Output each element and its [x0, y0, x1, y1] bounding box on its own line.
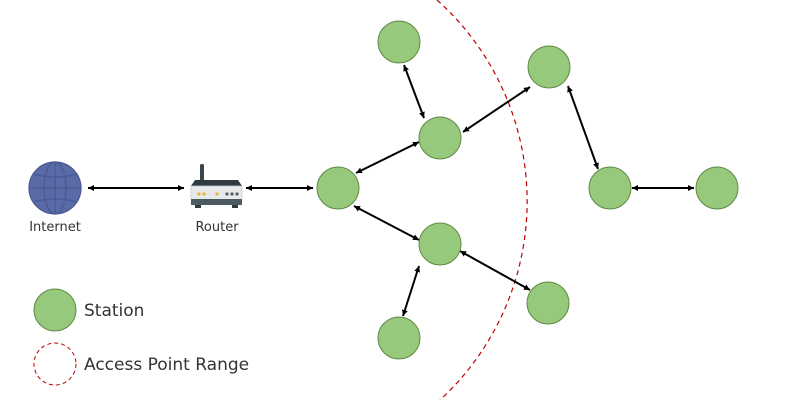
station-far-right[interactable] [695, 166, 739, 210]
connections [88, 64, 694, 317]
link-upper-mid-top [403, 64, 425, 119]
link-hub-upper-mid [355, 141, 420, 174]
legend-range-label: Access Point Range [84, 355, 249, 375]
router-label: Router [195, 220, 239, 235]
legend-station-label: Station [84, 301, 144, 321]
legend-station-swatch [33, 288, 77, 332]
legend-range-swatch [33, 342, 77, 386]
link-hub-lower-mid [353, 205, 420, 241]
station-top[interactable] [377, 20, 421, 64]
station-lower-mid[interactable] [418, 222, 462, 266]
station-lower-right[interactable] [526, 281, 570, 325]
access-point-range-arc [436, 0, 528, 400]
internet-label: Internet [29, 220, 81, 235]
station-upper-mid[interactable] [418, 116, 462, 160]
station-hub[interactable] [316, 166, 360, 210]
link-lower-mid-bottom [401, 265, 421, 317]
link-lower-mid-lower-right [459, 250, 531, 291]
legend: Station Access Point Range [33, 288, 249, 386]
router-icon[interactable] [190, 164, 243, 208]
station-bottom[interactable] [377, 316, 421, 360]
station-upper-right[interactable] [527, 45, 571, 89]
link-upper-right-right-mid [567, 85, 599, 170]
station-right-mid[interactable] [588, 166, 632, 210]
globe-icon[interactable] [28, 161, 82, 215]
stations [316, 20, 739, 360]
link-upper-mid-upper-right [462, 86, 531, 133]
